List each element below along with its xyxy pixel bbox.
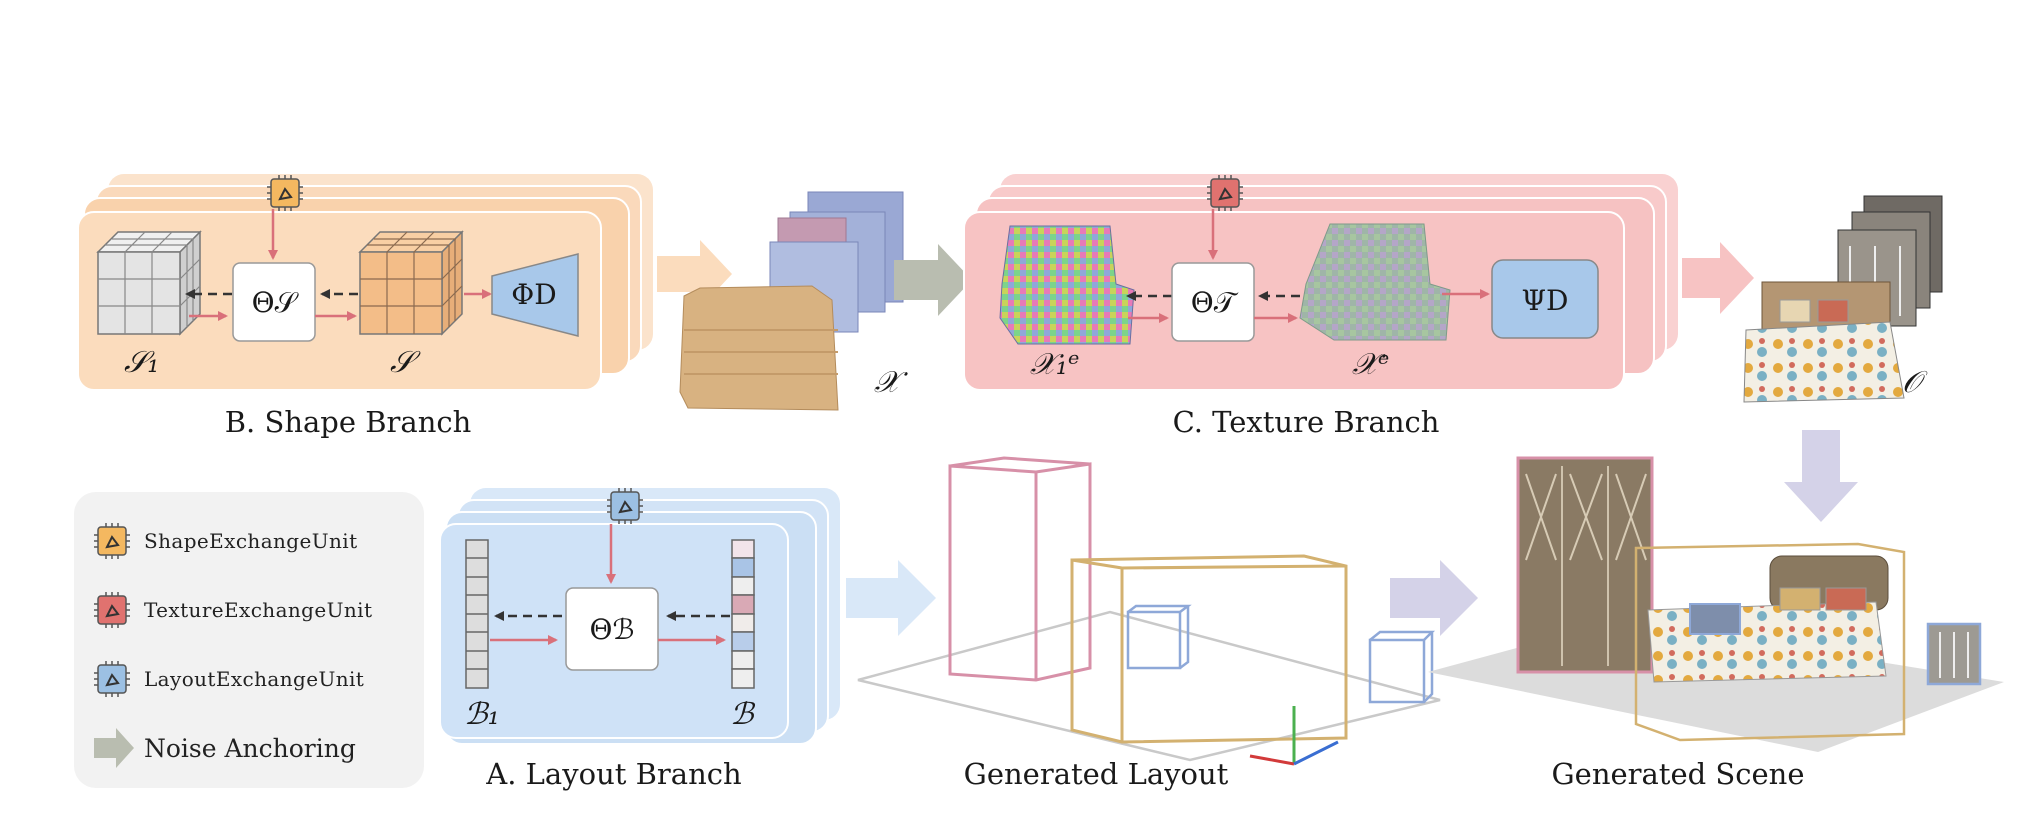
layout-denoiser-box [565, 587, 659, 671]
texture-decoder-label: ΨD [1521, 284, 1568, 317]
generated-layout-caption: Generated Layout [964, 757, 1229, 791]
layout-output-symbol: ℬ [730, 697, 756, 732]
shape-decoder-trapezoid [491, 253, 579, 337]
scene-nightstand-left [1689, 603, 1741, 635]
texture-output-symbol: 𝒳ᵉ [1352, 347, 1389, 382]
coarse-mesh-stack [679, 191, 904, 411]
shape-exchange-unit-icon [267, 175, 303, 211]
shape-branch-panel [77, 211, 602, 391]
legend-shape-exchange-icon [94, 523, 130, 559]
texture-denoiser-label: Θ𝒯 [1191, 286, 1239, 319]
layout-to-scene-arrow [846, 560, 936, 636]
noise-anchoring-arrow [894, 244, 972, 316]
scene-nightstand-right [1926, 622, 1982, 686]
mesh-symbol: 𝒳 [874, 365, 908, 400]
shape-branch-caption: B. Shape Branch [225, 405, 472, 439]
shape-input-voxel-cube [96, 230, 202, 336]
layout-floor-plane [857, 610, 1441, 762]
generated-layout-view [857, 456, 1441, 766]
legend-texture-exchange-icon [94, 592, 130, 628]
texture-decoder-box [1491, 259, 1599, 339]
layout-axes-icon [1249, 706, 1339, 766]
texture-to-object-arrow [1682, 242, 1754, 314]
texture-branch-panel [963, 211, 1625, 391]
shape-denoiser-box [232, 262, 316, 342]
legend-noise-anchoring-arrow-icon [94, 728, 134, 768]
layout-denoiser-label: Θℬ [590, 613, 635, 646]
legend-shape-exchange-label: ShapeExchangeUnit [144, 529, 358, 553]
texture-exchange-unit-icon [1207, 175, 1243, 211]
texture-branch-caption: C. Texture Branch [1173, 405, 1440, 439]
legend-noise-anchoring-label: Noise Anchoring [144, 734, 356, 763]
shape-denoiser-label: Θ𝒮 [252, 286, 300, 319]
shape-output-voxel-cube [358, 230, 464, 336]
texture-input-noisy-bed [999, 225, 1135, 345]
legend-panel [74, 492, 424, 788]
final-object-symbol: 𝒪 [1902, 365, 1928, 400]
generated-scene-view [1428, 456, 2004, 752]
layout-input-vector [465, 539, 489, 689]
shape-input-symbol: 𝒮₁ [124, 345, 159, 380]
legend-texture-exchange-label: TextureExchangeUnit [144, 598, 372, 622]
layout-to-generated-scene-arrow [1390, 560, 1478, 636]
object-to-scene-arrow [1784, 430, 1858, 522]
layout-output-vector [731, 539, 755, 689]
layout-exchange-unit-icon [607, 488, 643, 524]
layout-nightstand-left-box [1126, 604, 1192, 670]
layout-branch-caption: A. Layout Branch [485, 757, 741, 791]
legend-layout-exchange-label: LayoutExchangeUnit [144, 667, 364, 691]
layout-input-symbol: ℬ₁ [464, 697, 500, 732]
shape-decoder-label: ΦD [511, 278, 556, 311]
scene-wardrobe [1516, 456, 1654, 674]
texture-input-symbol: 𝒳₁ᵉ [1030, 347, 1079, 382]
layout-nightstand-right-box [1368, 630, 1436, 704]
legend-layout-exchange-icon [94, 661, 130, 697]
layout-bed-box [1070, 554, 1348, 744]
texture-output-denoised-bed [1299, 223, 1451, 341]
generated-scene-caption: Generated Scene [1551, 757, 1804, 791]
texture-denoiser-box [1171, 262, 1255, 342]
layout-wardrobe-box [948, 456, 1092, 682]
coarse-bed-mesh [679, 285, 839, 411]
final-object-stack [1743, 195, 1943, 403]
